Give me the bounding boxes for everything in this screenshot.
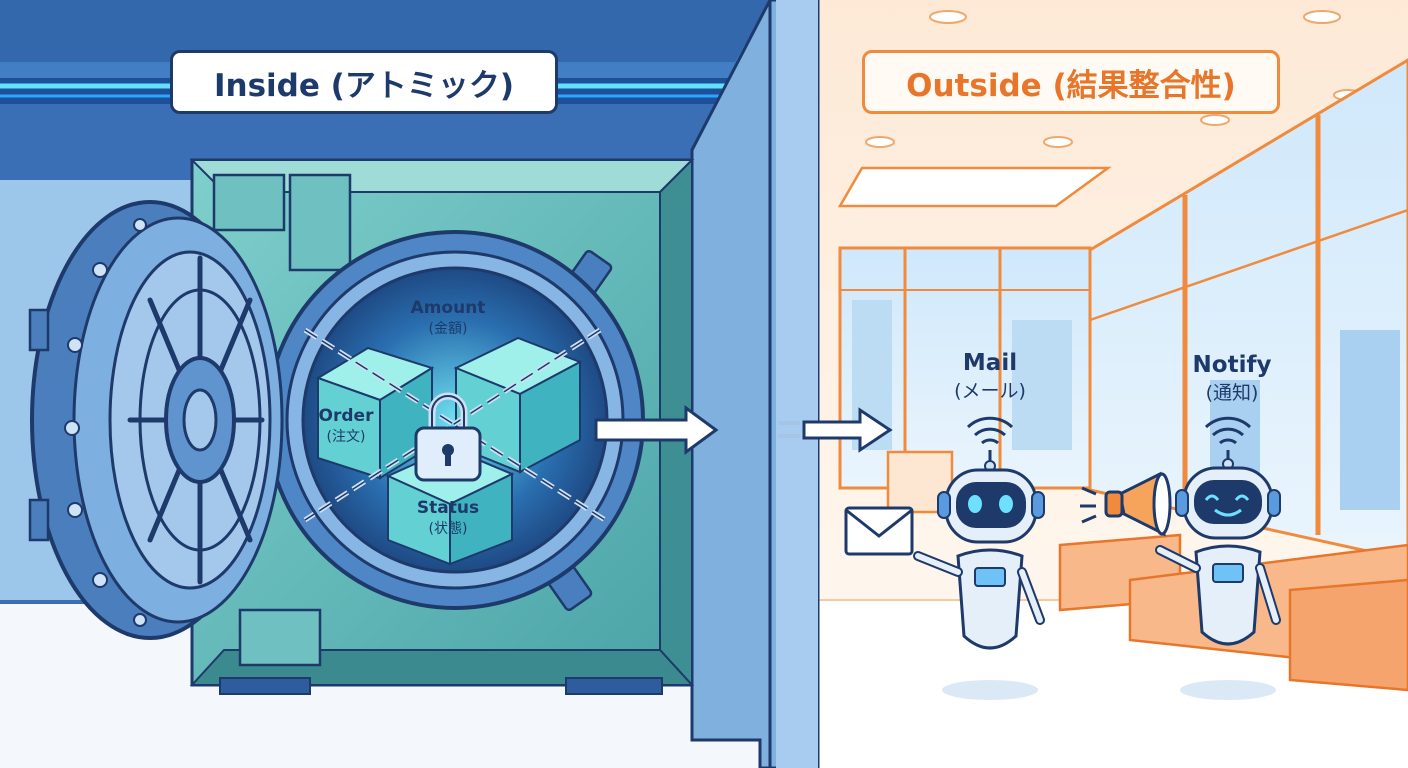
worker-mail-sub: (メール) — [954, 380, 1026, 402]
robot-mail — [913, 416, 1045, 700]
block-status-sub: (状態) — [428, 521, 468, 537]
megaphone-icon — [1080, 471, 1172, 537]
block-amount: Amount (金額) — [388, 298, 508, 338]
robot-notify — [1155, 416, 1281, 700]
block-amount-sub: (金額) — [428, 321, 468, 337]
envelope-icon — [844, 506, 914, 556]
chains — [303, 327, 607, 523]
lock-icon — [414, 392, 482, 482]
outside-background — [800, 0, 1408, 768]
vault-door — [28, 200, 284, 640]
outside-title: Outside (結果整合性) — [862, 50, 1280, 114]
block-amount-label: Amount — [410, 298, 486, 318]
worker-mail: Mail (メール) — [920, 350, 1060, 403]
inside-title: Inside (アトミック) — [170, 50, 558, 114]
worker-notify: Notify (通知) — [1162, 352, 1302, 405]
block-order: Order (注文) — [296, 406, 396, 446]
worker-mail-label: Mail — [962, 350, 1018, 376]
block-order-label: Order — [318, 406, 374, 426]
worker-notify-label: Notify — [1192, 352, 1272, 378]
worker-notify-sub: (通知) — [1205, 382, 1259, 404]
block-status: Status (状態) — [398, 498, 498, 538]
block-status-label: Status — [416, 498, 480, 518]
block-order-sub: (注文) — [326, 429, 366, 445]
flow-arrow — [594, 405, 893, 455]
cube-right — [453, 336, 583, 474]
